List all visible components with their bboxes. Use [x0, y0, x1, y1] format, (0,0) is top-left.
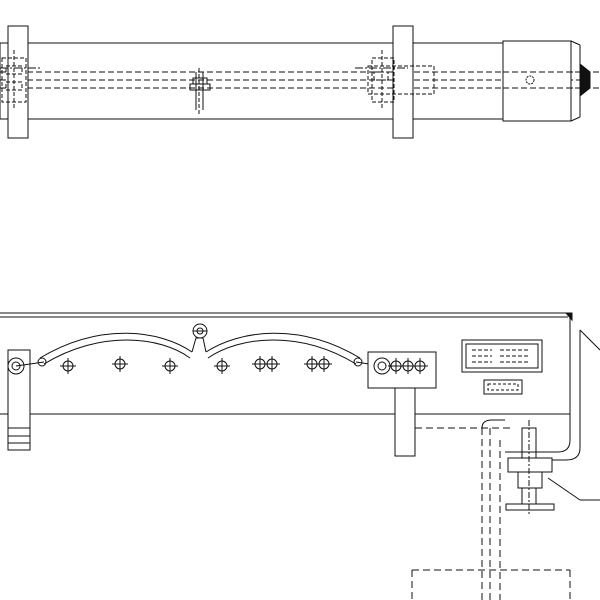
crosshair-hole — [412, 358, 428, 374]
crosshair-holes — [60, 356, 428, 374]
cable-lug — [16, 362, 44, 366]
cable-anchor-center — [193, 324, 207, 338]
right-end-cap — [503, 41, 600, 121]
top-view — [0, 26, 600, 138]
top-view-bar — [0, 43, 505, 119]
cable-wire — [208, 340, 356, 364]
side-view — [0, 313, 600, 600]
small-label-plate — [484, 380, 522, 394]
rail-head — [482, 420, 505, 428]
bracket-leader — [548, 478, 580, 500]
left-hidden-bolt — [2, 50, 26, 108]
crosshair-hole — [112, 356, 128, 372]
bracket-hook — [505, 320, 570, 452]
crosshair-hole — [162, 358, 178, 374]
crosshair-hole — [316, 356, 332, 372]
cable-wire — [40, 333, 192, 358]
crosshair-hole — [60, 358, 76, 374]
terminal-block — [368, 352, 436, 388]
cable-wire — [206, 333, 360, 358]
nameplate-panel — [462, 340, 542, 372]
clamp-bolt — [506, 420, 554, 515]
crosshair-hole — [214, 358, 230, 374]
left-support-post — [8, 350, 30, 450]
crosshair-hole — [264, 356, 280, 372]
cable-wire — [44, 340, 190, 364]
middle-bolt — [190, 68, 210, 116]
bracket-leader — [580, 330, 600, 350]
bracket-hook-inner — [552, 330, 580, 460]
cable-anchor-left — [8, 358, 46, 374]
side-bar-corner — [566, 313, 572, 320]
right-clamp-block — [393, 26, 413, 138]
cable-wire — [192, 338, 206, 352]
hidden-rail — [412, 428, 570, 600]
right-hidden-bolt — [368, 50, 434, 108]
